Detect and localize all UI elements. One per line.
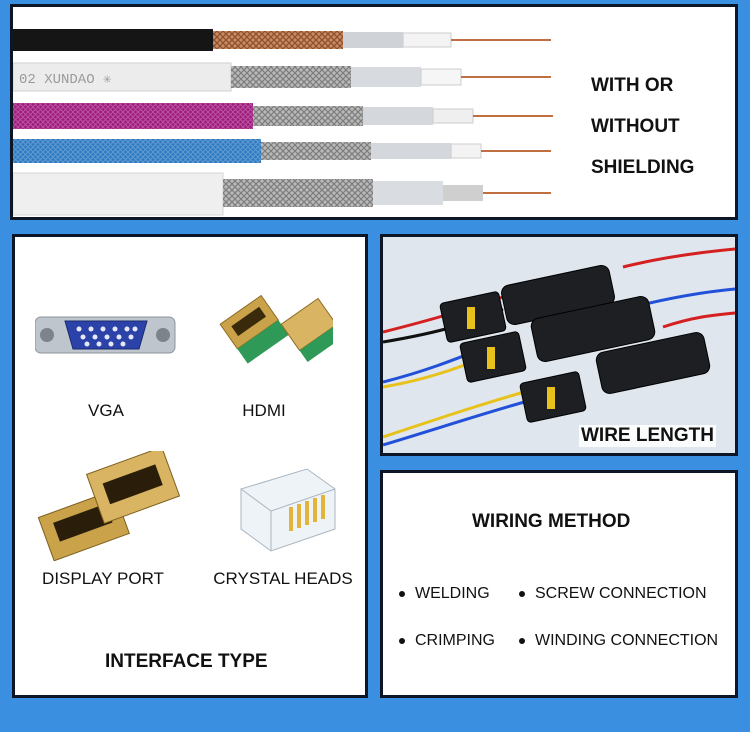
cable-magenta [13, 103, 553, 129]
cable-black [13, 29, 551, 51]
wire-length-panel: WIRE LENGTH [380, 234, 738, 456]
vga-connector-image [35, 316, 176, 354]
wiring-method-panel: WIRING METHOD WELDING SCREW CONNECTION C… [380, 470, 738, 698]
cable-blue [13, 139, 551, 163]
cable-print-text: 02 XUNDAO ✳ [19, 72, 112, 88]
shielding-line-2: WITHOUT [591, 116, 680, 137]
interface-type-title: INTERFACE TYPE [105, 651, 268, 672]
coax-cables-image: 02 XUNDAO ✳ [13, 29, 553, 216]
crystal-heads-label: CRYSTAL HEADS [213, 569, 353, 588]
vga-label: VGA [88, 401, 124, 420]
hdmi-label: HDMI [242, 401, 286, 420]
wire-length-title: WIRE LENGTH [579, 425, 716, 447]
option-crimping: CRIMPING [399, 632, 495, 650]
option-screw-label: SCREW CONNECTION [535, 585, 707, 602]
bullet-icon [399, 637, 405, 644]
shielding-line-1: WITH OR [591, 75, 674, 96]
cable-white [13, 172, 551, 216]
option-winding-connection: WINDING CONNECTION [519, 632, 718, 650]
bullet-icon [399, 590, 405, 597]
option-welding-label: WELDING [415, 585, 490, 602]
rj45-crystal-head-image [240, 468, 336, 552]
displayport-connector-image [37, 451, 181, 561]
wire-harness-image [383, 247, 735, 447]
hdmi-connector-image [219, 294, 333, 364]
cable-white-labeled: 02 XUNDAO ✳ [13, 62, 551, 92]
option-screw-connection: SCREW CONNECTION [519, 585, 707, 603]
shielding-panel: 02 XUNDAO ✳ [10, 4, 738, 220]
option-welding: WELDING [399, 585, 490, 603]
displayport-label: DISPLAY PORT [42, 569, 164, 588]
option-winding-label: WINDING CONNECTION [535, 632, 719, 649]
option-crimping-label: CRIMPING [415, 632, 495, 649]
bullet-icon [519, 590, 525, 597]
wiring-method-title: WIRING METHOD [472, 511, 631, 532]
interface-type-panel: VGA HDMI DISPLAY PORT CRYSTAL HEADS INTE… [12, 234, 368, 698]
shielding-text: WITH OR WITHOUT SHIELDING [591, 65, 694, 188]
bullet-icon [519, 637, 525, 644]
shielding-line-3: SHIELDING [591, 157, 695, 178]
